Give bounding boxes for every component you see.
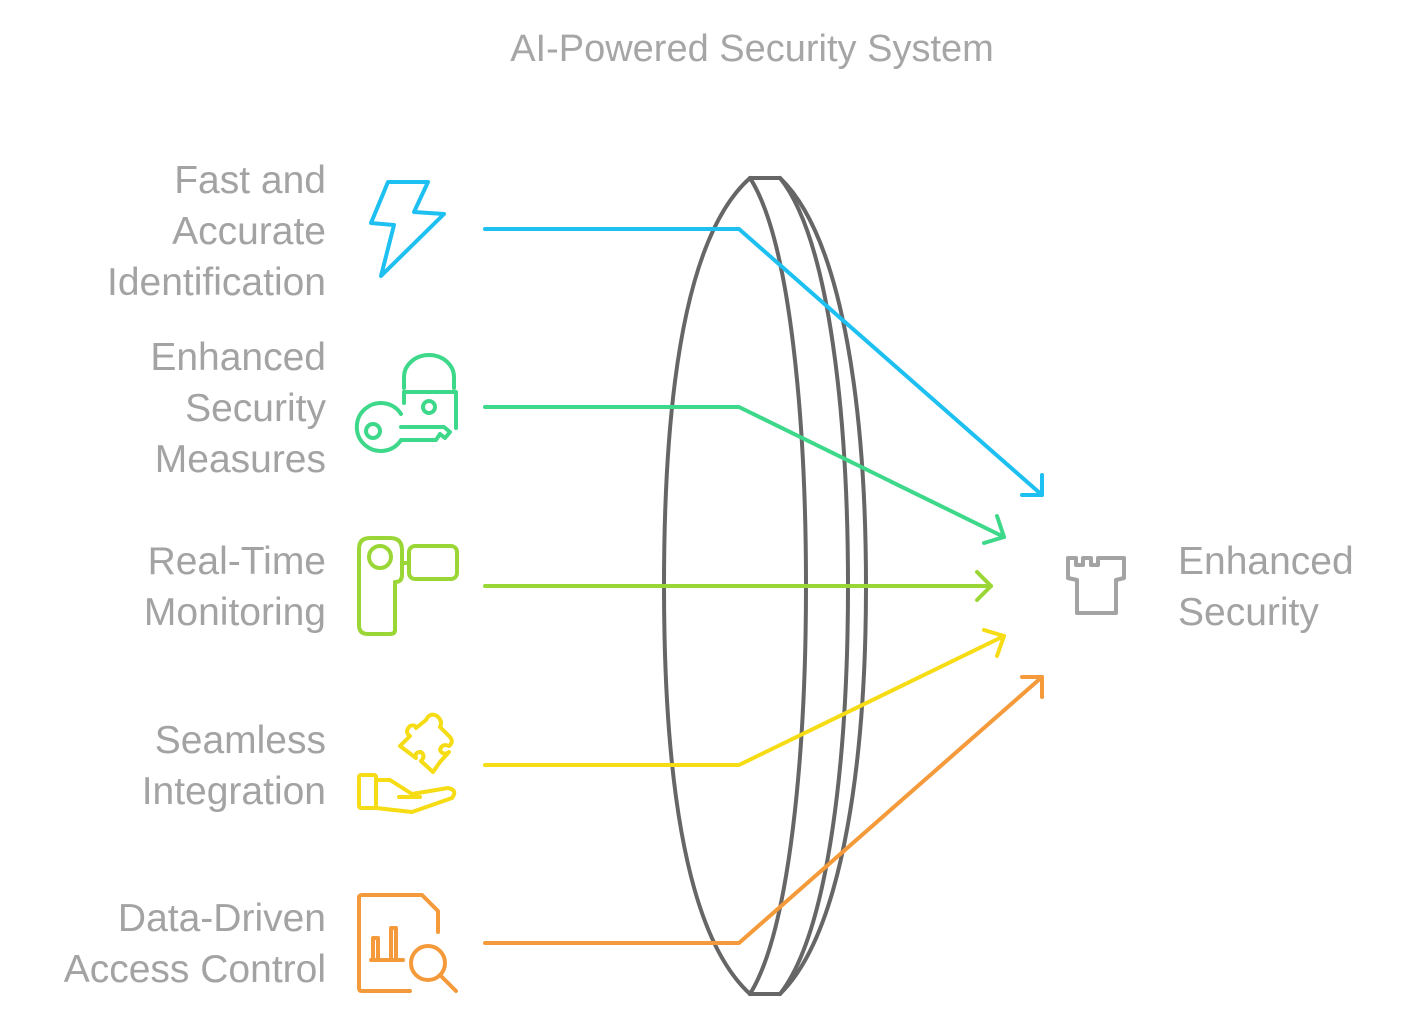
diagram-title: AI-Powered Security System — [510, 28, 994, 70]
input-label-security-measures: Enhanced Security Measures — [150, 332, 326, 485]
label-line: Integration — [141, 770, 326, 813]
label-line: Fast and — [174, 159, 326, 202]
connector-seamless-integration — [483, 628, 1006, 767]
document-search-icon — [357, 893, 458, 993]
label-line: Security — [1178, 591, 1319, 634]
label-line: Identification — [107, 261, 326, 304]
connector-data-driven-access — [483, 675, 1044, 945]
label-line: Enhanced — [1178, 540, 1354, 583]
key-and-lock-icon — [354, 353, 458, 453]
lightning-bolt-icon — [369, 180, 446, 278]
input-label-real-time-monitoring: Real-Time Monitoring — [144, 536, 326, 638]
hand-puzzle-icon — [357, 712, 457, 814]
label-line: Seamless — [154, 719, 326, 762]
label-line: Access Control — [63, 948, 326, 991]
label-line: Accurate — [172, 210, 326, 253]
connector-fast-identification — [483, 227, 1044, 497]
label-line: Measures — [154, 438, 326, 481]
label-line: Data-Driven — [117, 897, 326, 940]
input-label-fast-identification: Fast and Accurate Identification — [107, 155, 326, 308]
castle-tower-icon — [1066, 556, 1126, 615]
output-label-enhanced-security: Enhanced Security — [1178, 536, 1354, 638]
connector-security-measures — [483, 405, 1006, 545]
input-label-data-driven-access: Data-Driven Access Control — [64, 893, 326, 995]
input-label-seamless-integration: Seamless Integration — [142, 715, 326, 817]
label-line: Monitoring — [143, 591, 326, 634]
label-line: Real-Time — [147, 540, 326, 583]
label-line: Security — [185, 387, 326, 430]
label-line: Enhanced — [150, 336, 326, 379]
video-camera-icon — [357, 536, 459, 636]
connector-real-time-monitoring — [483, 570, 993, 602]
